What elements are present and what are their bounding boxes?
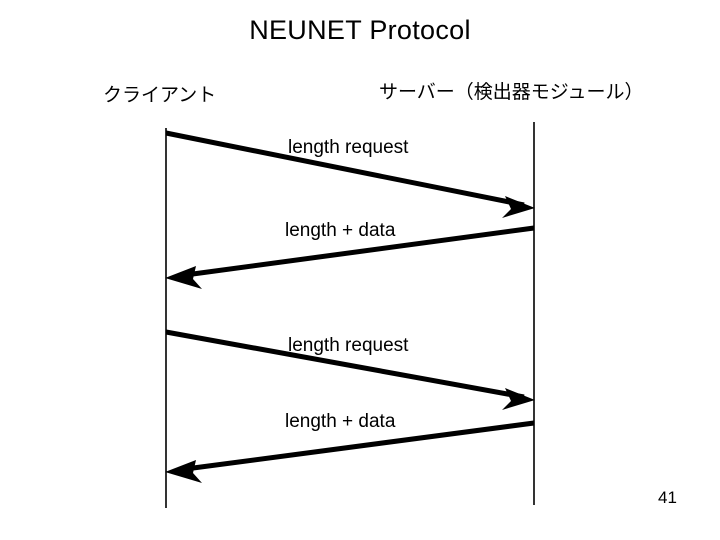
actor-label-client: クライアント bbox=[103, 85, 217, 106]
message-label-1: length request bbox=[288, 137, 409, 158]
message-arrow-3 bbox=[165, 329, 535, 410]
message-arrow-2 bbox=[165, 225, 535, 289]
actor-label-server: サーバー（検出器モジュール） bbox=[379, 82, 644, 103]
message-arrow-1 bbox=[165, 130, 535, 218]
message-label-3: length request bbox=[288, 335, 409, 356]
message-arrow-4 bbox=[165, 420, 535, 483]
page-number: 41 bbox=[658, 488, 677, 507]
page-title: NEUNET Protocol bbox=[249, 15, 471, 45]
message-label-2: length + data bbox=[285, 220, 396, 241]
message-label-4: length + data bbox=[285, 411, 396, 432]
